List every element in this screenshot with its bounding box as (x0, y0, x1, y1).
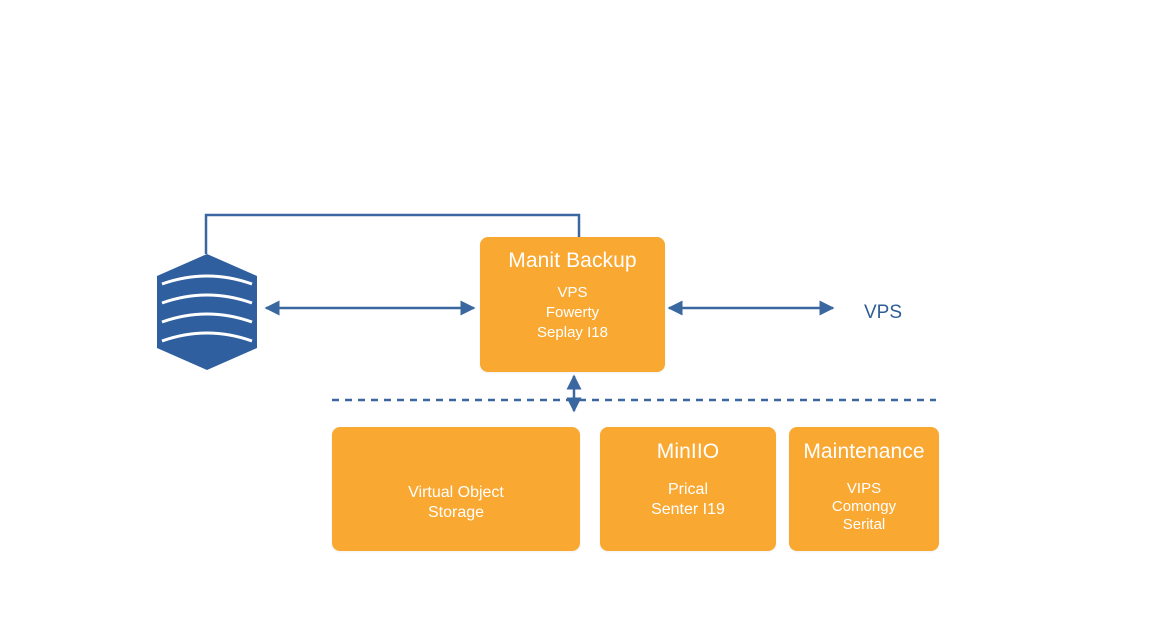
minio-box[interactable]: MinIIO Prical Senter I19 (600, 427, 776, 551)
storage-box-line: Virtual Object (408, 484, 504, 501)
minio-box-title: MinIIO (656, 440, 720, 463)
backup-box-line: Fowerty (545, 304, 600, 321)
storage-box-line: Storage (427, 504, 485, 521)
backup-box-line: VPS (557, 284, 588, 301)
object-storage-box[interactable]: Virtual Object Storage (332, 427, 580, 551)
maintenance-box-line: Serital (842, 516, 886, 533)
vps-label: VPS (864, 302, 903, 323)
maintenance-box-line: Comongy (831, 498, 897, 515)
database-icon (157, 254, 257, 370)
backup-box[interactable]: Manit Backup VPS Fowerty Seplay I18 (480, 237, 665, 372)
maintenance-box-line: VIPS (846, 480, 882, 497)
database-backup-connector (204, 213, 581, 254)
maintenance-box-title: Maintenance (803, 440, 925, 463)
maintenance-box[interactable]: Maintenance VIPS Comongy Serital (789, 427, 939, 551)
minio-box-line: Senter I19 (651, 501, 725, 518)
backup-box-line: Seplay I18 (537, 324, 608, 341)
minio-box-line: Prical (667, 481, 708, 498)
backup-box-title: Manit Backup (508, 249, 637, 272)
